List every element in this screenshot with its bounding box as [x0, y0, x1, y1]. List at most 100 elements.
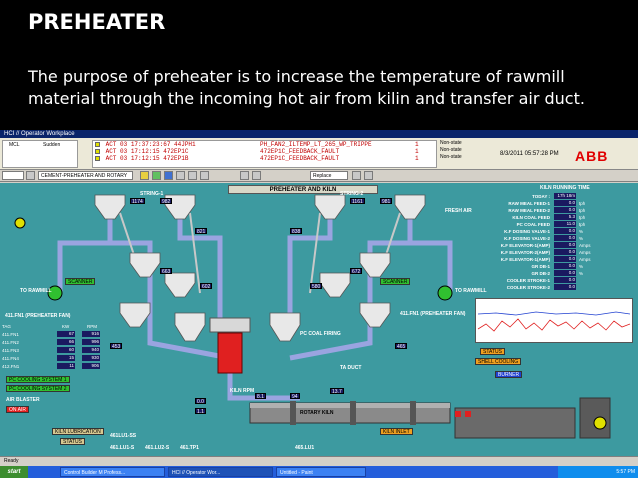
toolbar-icon-6[interactable] — [200, 171, 209, 180]
shell-cooling-button[interactable]: SHELL COOLING — [475, 358, 522, 365]
on-air-button[interactable]: ON AIR — [6, 406, 29, 413]
alarm-col-a: MCL — [9, 142, 20, 148]
parameter-label: COOLER STROKE-1 — [506, 278, 550, 283]
header-cell: RPM — [87, 324, 97, 329]
operator-workplace-screenshot: HCI // Operator Workplace MCL Sudden ACT… — [0, 130, 638, 478]
toolbar-icon-9[interactable] — [352, 171, 361, 180]
parameter-label: KILN COAL FEED — [512, 215, 550, 220]
display-path-field[interactable]: CEMENT-PREHEATER AND ROTARY — [38, 171, 133, 180]
equipment-tag: 461LU1-SS — [110, 433, 137, 439]
replace-field[interactable]: Replace — [310, 171, 348, 180]
alarm-row[interactable]: ACT 03 17:12:15 472EP1C 472EP1C_FEEDBACK… — [95, 148, 436, 155]
pc-coal-firing-label: PC COAL FIRING — [300, 331, 341, 337]
smoke-chamber — [209, 317, 251, 333]
fan-tag: 411.FN2 — [2, 340, 19, 345]
taskbar-item-active[interactable]: HCI // Operator Wor... — [168, 467, 273, 477]
air-blaster-label: AIR BLASTER — [6, 397, 40, 403]
parameter-unit: % — [579, 229, 584, 234]
parameter-value: 0.0 — [554, 228, 576, 234]
alarm-count: 1 — [415, 141, 419, 148]
alarm-list[interactable]: ACT 03 17:37:23:67 44JPH1 PH_FAN2_ILTEMP… — [92, 140, 437, 168]
toolbar-combo[interactable] — [2, 171, 24, 180]
kiln-value: 0.0 — [195, 398, 206, 405]
start-button[interactable]: start — [0, 466, 28, 478]
status-orange-button[interactable]: STATUS — [480, 348, 505, 355]
fresh-air-label: FRESH AIR — [445, 208, 472, 214]
equipment-tag: 465.LU1 — [295, 445, 315, 451]
parameter-label: TODAY : — [532, 194, 550, 199]
parameter-label: RAW MEAL FEED-2 — [508, 208, 550, 213]
fan-kw: 66 — [57, 339, 75, 345]
pc-cooling-2-button[interactable]: PC COOLING SYSTEM 2 — [6, 385, 70, 392]
taskbar-item[interactable]: Untitled - Paint — [276, 467, 366, 477]
rotary-kiln-label: ROTARY KILN — [300, 410, 334, 416]
fan-rpm: 996 — [82, 339, 100, 345]
parameter-value: 0.0 — [554, 277, 576, 283]
graphic-banner: PREHEATER AND KILN — [228, 185, 378, 194]
alarm-tag: PH_FAN2_ILTEMP_LT_265_WP_TRIPPE — [260, 141, 372, 148]
toolbar-icon-7[interactable] — [240, 171, 249, 180]
toolbar-icon-2[interactable] — [152, 171, 161, 180]
pc-cooling-1-button[interactable]: PC COOLING SYSTEM 1 — [6, 376, 70, 383]
fan-small-icon — [14, 217, 26, 229]
parameter-value: 0.0 — [554, 263, 576, 269]
material-chutes — [119, 212, 401, 294]
taskbar-item[interactable]: Control Builder M Profess... — [60, 467, 165, 477]
to-rawmill-right: TO RAWMILL — [455, 288, 487, 294]
toolbar-icon-3[interactable] — [164, 171, 173, 180]
fan-right-label: 411.FN1 (PREHEATER FAN) — [400, 311, 466, 317]
alarm-row[interactable]: ACT 03 17:37:23:67 44JPH1 PH_FAN2_ILTEMP… — [95, 141, 436, 148]
parameter-unit: tph — [579, 222, 586, 227]
abb-logo: ABB — [575, 148, 609, 164]
flame-markers — [455, 411, 471, 417]
scanner-left-button[interactable]: SCANNER — [65, 278, 96, 285]
alarm-tag: 472EP1C_FEEDBACK_FAULT — [260, 148, 340, 155]
toolbar-icon-5[interactable] — [188, 171, 197, 180]
string-1-label: STRING-1 — [140, 191, 164, 197]
alarm-summary[interactable]: MCL Sudden — [2, 140, 78, 168]
alarm-state: Non-state — [440, 154, 462, 160]
parameter-unit: tph — [579, 208, 586, 213]
parameter-unit: Amps — [579, 250, 591, 255]
alarm-row[interactable]: ACT 03 17:12:15 472EP1B 472EP1C_FEEDBACK… — [95, 155, 436, 162]
kiln-inlet-button[interactable]: KILN INLET — [380, 428, 413, 435]
kiln-value: 1.1 — [195, 408, 206, 415]
cooler-discharge — [579, 397, 611, 439]
ta-duct-label: TA DUCT — [340, 365, 362, 371]
string-2-label: STRING-2 — [340, 191, 364, 197]
scanner-right-button[interactable]: SCANNER — [380, 278, 411, 285]
parameter-value: 11.0 — [554, 221, 576, 227]
parameter-value: 5.3 — [554, 214, 576, 220]
fan-left-label: 411.FN1 (PREHEATER FAN) — [5, 313, 71, 319]
cyclone-temp: 1174 — [130, 198, 145, 205]
cyclone-temp: 602 — [200, 283, 213, 290]
toolbar-icon-10[interactable] — [364, 171, 373, 180]
toolbar-icon-4[interactable] — [176, 171, 185, 180]
fan-rpm: 906 — [82, 363, 100, 369]
fan-tag: 411.FN3 — [2, 348, 19, 353]
cyclone-temp: 663 — [160, 268, 173, 275]
toolbar-icon-1[interactable] — [140, 171, 149, 180]
burner-button[interactable]: BURNER — [495, 371, 523, 378]
trend-chart[interactable] — [475, 298, 633, 343]
toolbar-icon-8[interactable] — [252, 171, 261, 180]
parameter-value: 0.0 — [554, 242, 576, 248]
cyclone-temp: 821 — [195, 228, 208, 235]
alarm-text: ACT 03 17:37:23:67 44JPH1 — [105, 141, 196, 148]
fan-right-icon — [437, 285, 453, 301]
back-icon[interactable] — [26, 171, 35, 180]
parameter-label: K.F ELEVATOR-1(AMP) — [500, 243, 550, 248]
kiln-rpm-label: KILN RPM — [230, 388, 255, 394]
alarm-text: ACT 03 17:12:15 472EP1C — [105, 148, 189, 155]
kiln-lubrication-button[interactable]: KILN LUBRICATION — [52, 428, 104, 435]
status-button[interactable]: STATUS — [60, 438, 85, 445]
status-bar: Ready — [0, 456, 638, 466]
